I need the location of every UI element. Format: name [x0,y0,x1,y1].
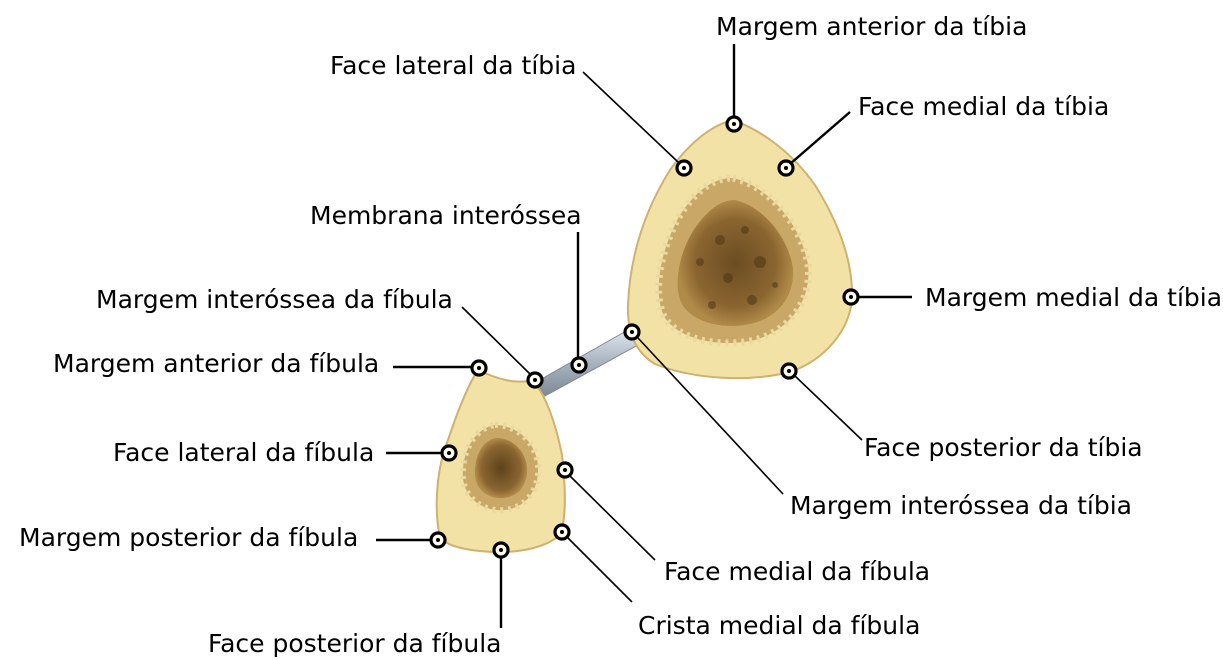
fibula [437,370,565,552]
label-fibula-interosseous-border: Margem interóssea da fíbula [96,285,453,314]
marker-fibula-interosseous-border [528,373,542,387]
marker-tibia-lateral-surface [677,161,691,175]
label-fibula-posterior-border: Margem posterior da fíbula [19,523,358,552]
marker-tibia-medial-surface [779,161,793,175]
marker-fibula-lateral-surface [442,446,456,460]
marker-fibula-posterior-surface [494,543,508,557]
label-fibula-medial-crest: Crista medial da fíbula [638,611,920,640]
marker-tibia-anterior-border [727,117,741,131]
marker-fibula-anterior-border [472,361,486,375]
label-fibula-lateral-surface: Face lateral da fíbula [113,438,374,467]
label-interosseous-membrane: Membrana interóssea [310,201,582,230]
leader-tibia-lateral-surface [583,72,678,162]
marker-fibula-medial-crest [555,525,569,539]
marker-tibia-medial-border [844,290,858,304]
marker-tibia-interosseous-border [625,325,639,339]
leader-fibula-medial-surface [570,476,655,560]
marker-interosseous-membrane [572,358,586,372]
marker-fibula-medial-surface [558,463,572,477]
marker-fibula-posterior-border [431,533,445,547]
label-tibia-interosseous-border: Margem interóssea da tíbia [790,491,1132,520]
label-tibia-posterior-surface: Face posterior da tíbia [864,433,1143,462]
label-fibula-anterior-border: Margem anterior da fíbula [53,349,379,378]
label-tibia-medial-border: Margem medial da tíbia [925,283,1222,312]
tibia [628,120,852,378]
leader-tibia-medial-surface [790,112,850,164]
label-fibula-medial-surface: Face medial da fíbula [664,557,930,586]
leader-fibula-medial-crest [568,538,632,602]
leader-tibia-posterior-surface [795,376,862,440]
label-tibia-medial-surface: Face medial da tíbia [858,92,1109,121]
marker-tibia-posterior-surface [782,364,796,378]
label-fibula-posterior-surface: Face posterior da fíbula [208,629,501,658]
label-tibia-anterior-border: Margem anterior da tíbia [716,12,1027,41]
label-tibia-lateral-surface: Face lateral da tíbia [330,51,576,80]
